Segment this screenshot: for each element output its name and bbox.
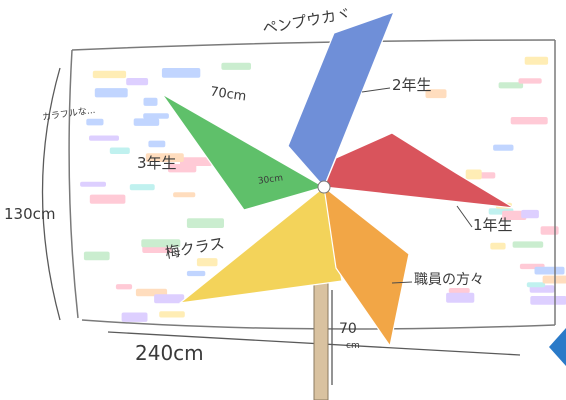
confetti-strip: [498, 82, 524, 89]
confetti-strip: [115, 284, 133, 290]
confetti-strip: [534, 266, 565, 275]
board-outline: [68, 39, 556, 330]
confetti-strip: [161, 68, 201, 78]
confetti-strip: [524, 56, 549, 65]
confetti-strip: [154, 294, 185, 304]
confetti-strip: [518, 78, 542, 84]
confetti-strip: [526, 282, 546, 288]
blade-blue: [287, 11, 395, 188]
pole-height-label: 70: [339, 321, 357, 337]
chevron-left-icon[interactable]: [549, 328, 566, 366]
confetti-strip: [94, 88, 128, 98]
leader-lines: [361, 87, 473, 284]
confetti-strip: [148, 140, 166, 148]
confetti-strip: [86, 118, 104, 126]
height-dimension-line: [41, 67, 61, 321]
confetti-strip: [446, 292, 475, 303]
confetti-strip: [448, 288, 470, 294]
pinwheel: [161, 11, 515, 347]
grade1-label: 1年生: [473, 216, 513, 234]
leader-staff: [391, 281, 413, 284]
confetti-background: [80, 56, 566, 322]
pinwheel-pole: [313, 277, 329, 400]
staff-label: 職員の方々: [414, 272, 484, 288]
blade-red: [323, 132, 515, 209]
grade3-label: 3年生: [137, 154, 177, 172]
confetti-strip: [180, 157, 212, 166]
confetti-strip: [521, 209, 539, 219]
confetti-strip: [83, 251, 110, 261]
confetti-strip: [512, 241, 544, 248]
board-width-label: 240cm: [135, 341, 204, 365]
confetti-strip: [159, 311, 185, 318]
leader-grade1: [456, 205, 473, 228]
confetti-strip: [129, 184, 155, 191]
confetti-strip: [502, 210, 527, 220]
confetti-strip: [92, 70, 127, 79]
confetti-strip: [89, 135, 119, 141]
board-bottom-line: [81, 319, 556, 330]
board-left-line: [68, 49, 79, 319]
confetti-strip: [80, 181, 106, 187]
confetti-strip: [530, 296, 566, 305]
confetti-strip: [490, 242, 506, 250]
height-label: 130cm: [4, 205, 56, 223]
confetti-strip: [143, 113, 169, 119]
blade-orange: [323, 186, 410, 347]
confetti-strip: [186, 218, 224, 228]
confetti-strip: [540, 226, 559, 235]
confetti-strip: [493, 144, 514, 151]
confetti-strip: [121, 312, 148, 322]
blade-green: [161, 93, 325, 211]
pole-unit-label: cm: [346, 341, 360, 351]
confetti-strip: [186, 270, 206, 277]
confetti-strip: [221, 62, 251, 70]
pinwheel-hub: [317, 180, 331, 194]
board-top-line: [71, 39, 556, 51]
confetti-strip: [168, 164, 197, 173]
confetti-strip: [109, 147, 130, 154]
confetti-strip: [89, 194, 126, 204]
confetti-strip: [510, 117, 548, 125]
confetti-strip: [141, 239, 181, 248]
confetti-strip: [126, 78, 149, 86]
grade2-label: 2年生: [392, 76, 432, 94]
confetti-strip: [145, 153, 184, 162]
confetti-strip: [465, 169, 482, 180]
confetti-strip: [425, 89, 447, 99]
confetti-strip: [133, 118, 160, 126]
confetti-strip: [173, 192, 196, 198]
confetti-strip: [143, 97, 158, 106]
confetti-strip: [196, 258, 218, 267]
leader-grade2: [361, 87, 391, 93]
